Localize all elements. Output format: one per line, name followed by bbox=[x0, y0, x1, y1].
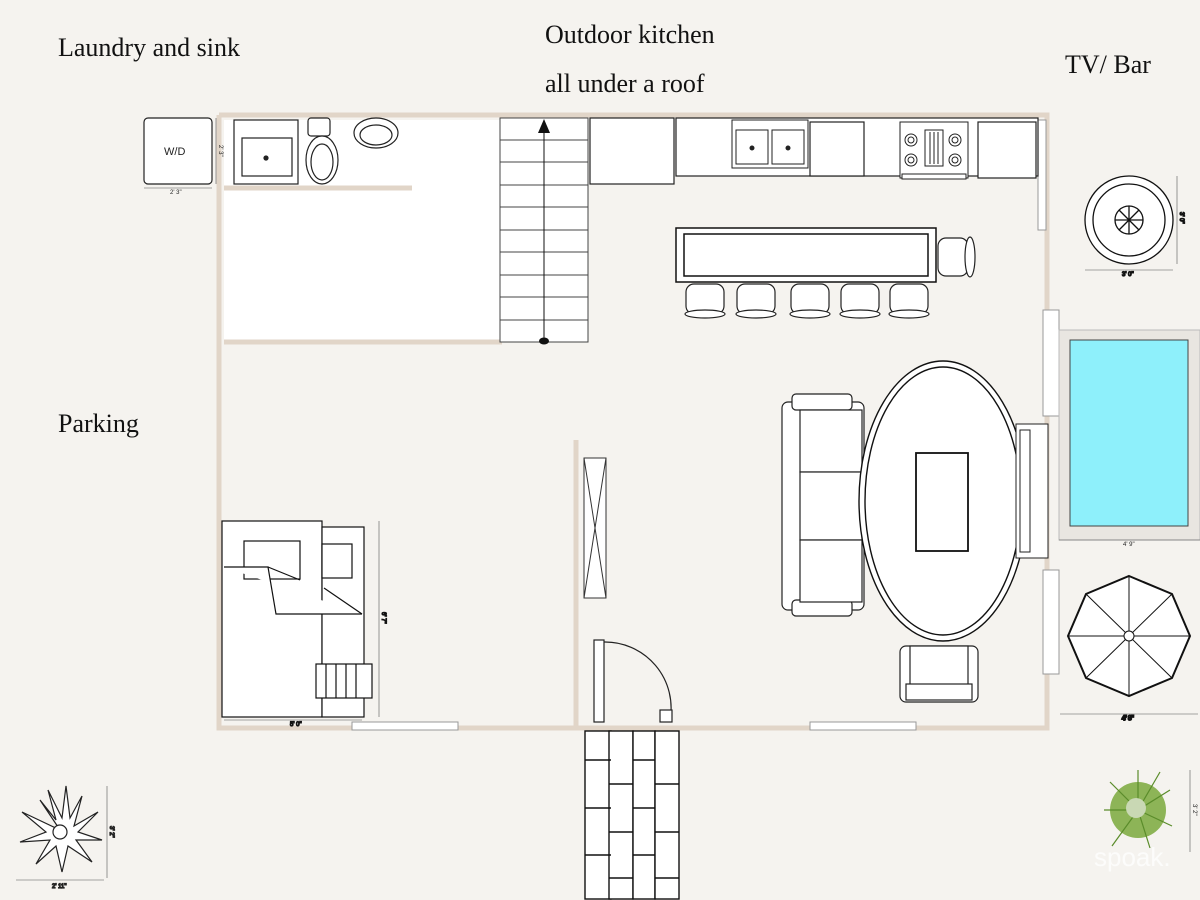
svg-text:2' 3": 2' 3" bbox=[217, 145, 223, 157]
potted-plant: 2' 11" 3' 2" bbox=[16, 785, 115, 891]
armchair bbox=[899, 645, 979, 703]
sofa bbox=[781, 393, 865, 617]
kitchen-counters bbox=[589, 117, 1039, 185]
svg-text:5' 0": 5' 0" bbox=[290, 722, 302, 728]
walkway-pavers bbox=[584, 730, 680, 900]
svg-text:2' 3": 2' 3" bbox=[170, 190, 182, 196]
entry-door bbox=[593, 639, 673, 723]
windows bbox=[351, 119, 1060, 731]
bed: 5' 0" 6' 7" bbox=[221, 520, 387, 729]
interior-partition bbox=[583, 457, 607, 599]
double-sink bbox=[731, 119, 809, 169]
svg-text:3' 0": 3' 0" bbox=[1178, 212, 1184, 224]
washer-dryer: W/D 2' 3" 2' 3" bbox=[143, 117, 223, 196]
tv-console bbox=[1015, 423, 1049, 559]
svg-text:2' 11": 2' 11" bbox=[52, 884, 67, 890]
stove-cooktop bbox=[899, 121, 969, 180]
washer-dryer-label: W/D bbox=[164, 146, 185, 158]
patio-umbrella: 4' 8" bbox=[1060, 574, 1198, 723]
watermark: spoak. bbox=[1094, 842, 1171, 872]
svg-text:6' 7": 6' 7" bbox=[380, 612, 386, 624]
utility-sink bbox=[233, 119, 299, 185]
green-shrub: 3' 2" bbox=[1104, 770, 1197, 852]
round-table: 3' 0" 3' 0" bbox=[1084, 175, 1185, 279]
svg-text:3' 0": 3' 0" bbox=[1122, 272, 1134, 278]
wash-basin bbox=[353, 117, 399, 149]
parking-label: Parking bbox=[58, 409, 139, 438]
svg-text:4' 8": 4' 8" bbox=[1122, 716, 1134, 722]
staircase bbox=[499, 117, 589, 345]
kitchen-island bbox=[675, 227, 937, 283]
tv-bar-label: TV/ Bar bbox=[1065, 50, 1151, 79]
round-rug bbox=[858, 360, 1028, 642]
svg-text:3' 2": 3' 2" bbox=[1191, 804, 1197, 816]
laundry-label: Laundry and sink bbox=[58, 33, 240, 62]
svg-text:3' 2": 3' 2" bbox=[108, 826, 114, 838]
outdoor-kitchen-label: Outdoor kitchen bbox=[545, 20, 715, 49]
outdoor-kitchen-roof-label: all under a roof bbox=[545, 69, 705, 98]
bar-stools bbox=[684, 236, 976, 319]
svg-text:4' 9": 4' 9" bbox=[1123, 542, 1135, 548]
toilet bbox=[305, 117, 339, 185]
swimming-pool: 4' 9" bbox=[1058, 329, 1200, 548]
